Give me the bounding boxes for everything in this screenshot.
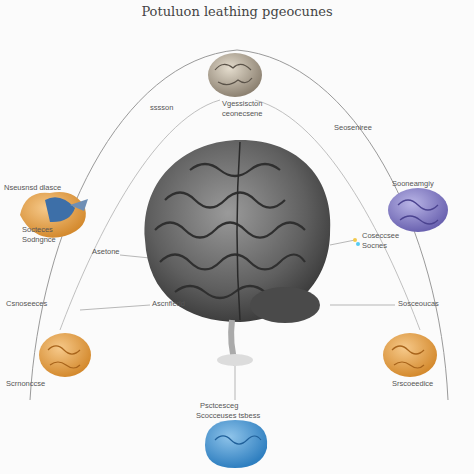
- part-label: Scrnonccse: [6, 380, 45, 389]
- part-label: Sodngnce: [22, 236, 56, 245]
- part-label: Socnes: [362, 242, 387, 251]
- part-label: Ascnfiedd: [152, 300, 185, 309]
- part-label: Socteces: [22, 226, 53, 235]
- part-label: Sooneamgiy: [392, 180, 434, 189]
- part-label: ceonecsene: [222, 110, 262, 119]
- part-label: Vgessiscton: [222, 100, 262, 109]
- diagram-title: Potuluon leathing pgeocunes: [0, 4, 474, 19]
- part-label: Coseccsee: [362, 232, 399, 241]
- part-label: Csnoseeces: [6, 300, 47, 309]
- part-label: Seoseniree: [334, 124, 372, 133]
- part-label: Sosceoucas: [398, 300, 439, 309]
- part-label: Srscoeedice: [392, 380, 433, 389]
- part-label: Nseusnsd dlasce: [4, 184, 61, 193]
- part-label: sssson: [150, 104, 173, 113]
- part-label: Psctcesceg: [200, 402, 238, 411]
- part-label: Asetone: [92, 248, 120, 257]
- part-label: Scocceuses tsbess: [196, 412, 260, 421]
